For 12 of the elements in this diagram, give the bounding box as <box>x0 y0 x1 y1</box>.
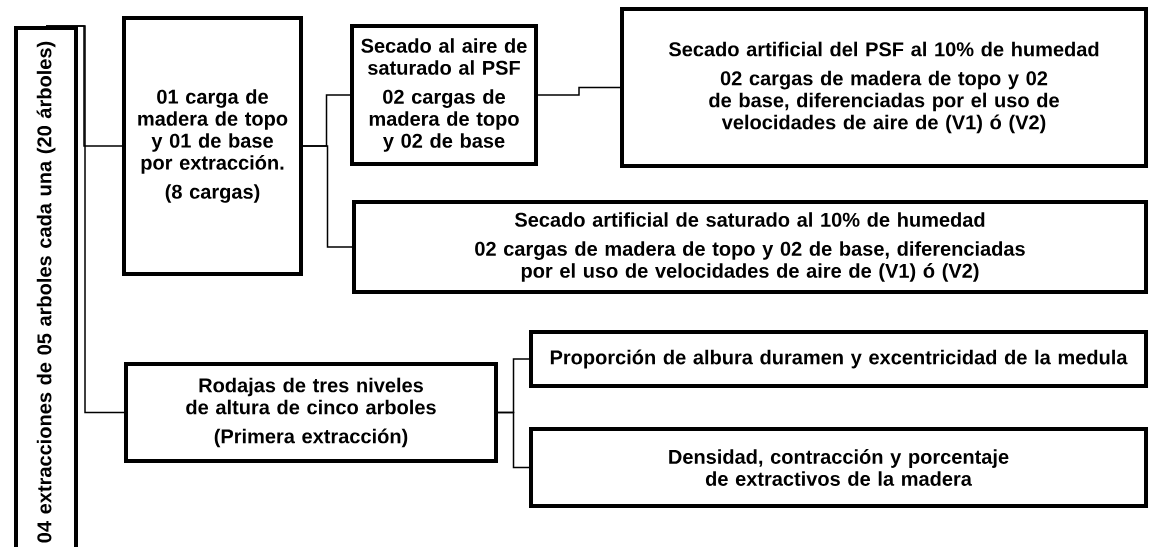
process-box: Secado artificial de saturado al 10% de humedad 02 cargas de madera de topo y 02 de base, diferenciadas por el uso de velocidades de aire de (V1) ó (V2) <box>352 200 1148 294</box>
process-box: Secado artificial del PSF al 10% de humedad 02 cargas de madera de topo y 02 de base, diferenciadas por el uso de velocidades de aire de (V1) ó (V2) <box>620 7 1148 168</box>
process-box: 01 carga de madera de topo y 01 de base por extracción. (8 cargas) <box>122 16 303 276</box>
connector-line <box>302 145 353 248</box>
process-box: Secado al aire de saturado al PSF 02 cargas de madera de topo y 02 de base <box>350 24 538 166</box>
connector-line <box>497 411 530 469</box>
process-box: Densidad, contracción y porcentaje de extractivos de la madera <box>529 427 1148 508</box>
process-box: Rodajas de tres niveles de altura de cinco arboles (Primera extracción) <box>124 362 498 463</box>
process-box: 04 extracciones de 05 arboles cada una (20 árboles) <box>14 26 78 547</box>
connector-line <box>537 86 621 96</box>
process-box: Proporción de albura duramen y excentricidad de la medula <box>529 330 1148 388</box>
connector-line <box>45 25 125 414</box>
